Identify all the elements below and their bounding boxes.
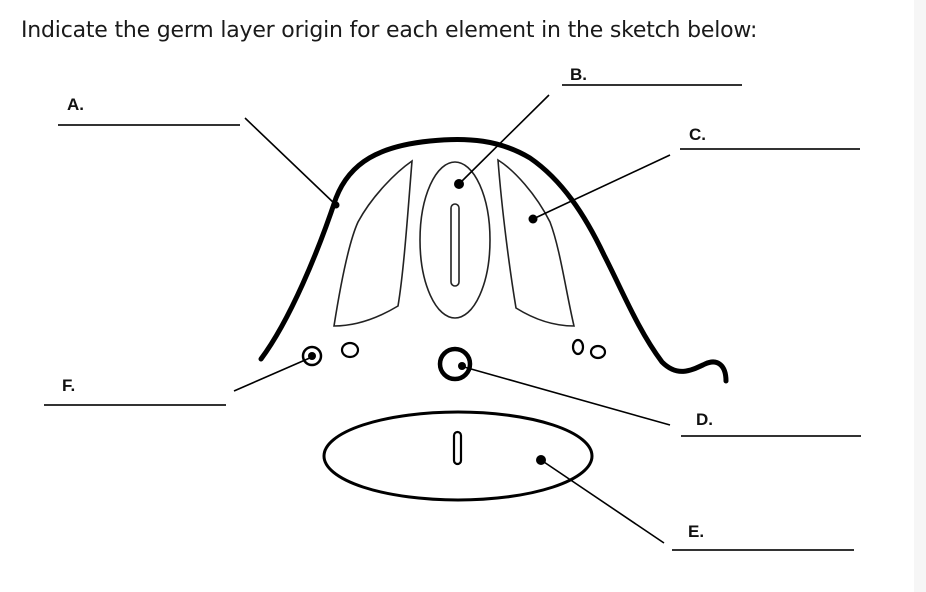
neural-canal	[450, 203, 460, 287]
pointer-dot-a	[332, 201, 340, 209]
right-somite	[497, 158, 576, 327]
gut-tube	[322, 410, 594, 502]
leader-line-f	[233, 356, 313, 392]
answer-blank-d[interactable]	[681, 435, 861, 437]
answer-blank-a[interactable]	[58, 124, 240, 126]
left-aorta-open	[340, 341, 360, 359]
label-b: B.	[570, 65, 587, 84]
leader-line-d	[463, 366, 671, 426]
outer-ectoderm-outline	[258, 136, 729, 384]
notochord-dot	[458, 362, 466, 370]
answer-blank-c[interactable]	[680, 148, 860, 150]
leader-line-a	[244, 117, 337, 206]
answer-blank-e[interactable]	[672, 549, 854, 551]
page-edge-strip	[914, 0, 926, 592]
leader-line-e	[540, 459, 665, 544]
pointer-dot-e	[536, 455, 546, 465]
leader-line-b	[458, 94, 550, 185]
pointer-dot-b	[454, 179, 464, 189]
label-c: C.	[689, 125, 706, 144]
label-e: E.	[688, 522, 705, 541]
leader-line-c	[532, 154, 671, 220]
label-a: A.	[67, 95, 84, 114]
label-d: D.	[696, 410, 713, 429]
left-somite	[333, 159, 413, 327]
right-vessel-1	[571, 338, 585, 356]
neural-tube	[419, 161, 491, 319]
notochord	[437, 346, 473, 382]
question-prompt: Indicate the germ layer origin for each …	[21, 18, 758, 43]
right-vessel-2	[589, 344, 607, 360]
answer-blank-b[interactable]	[562, 84, 742, 86]
pointer-dot-c	[528, 214, 538, 224]
gut-lumen	[452, 430, 463, 466]
label-f: F.	[62, 376, 76, 395]
answer-blank-f[interactable]	[44, 404, 226, 406]
